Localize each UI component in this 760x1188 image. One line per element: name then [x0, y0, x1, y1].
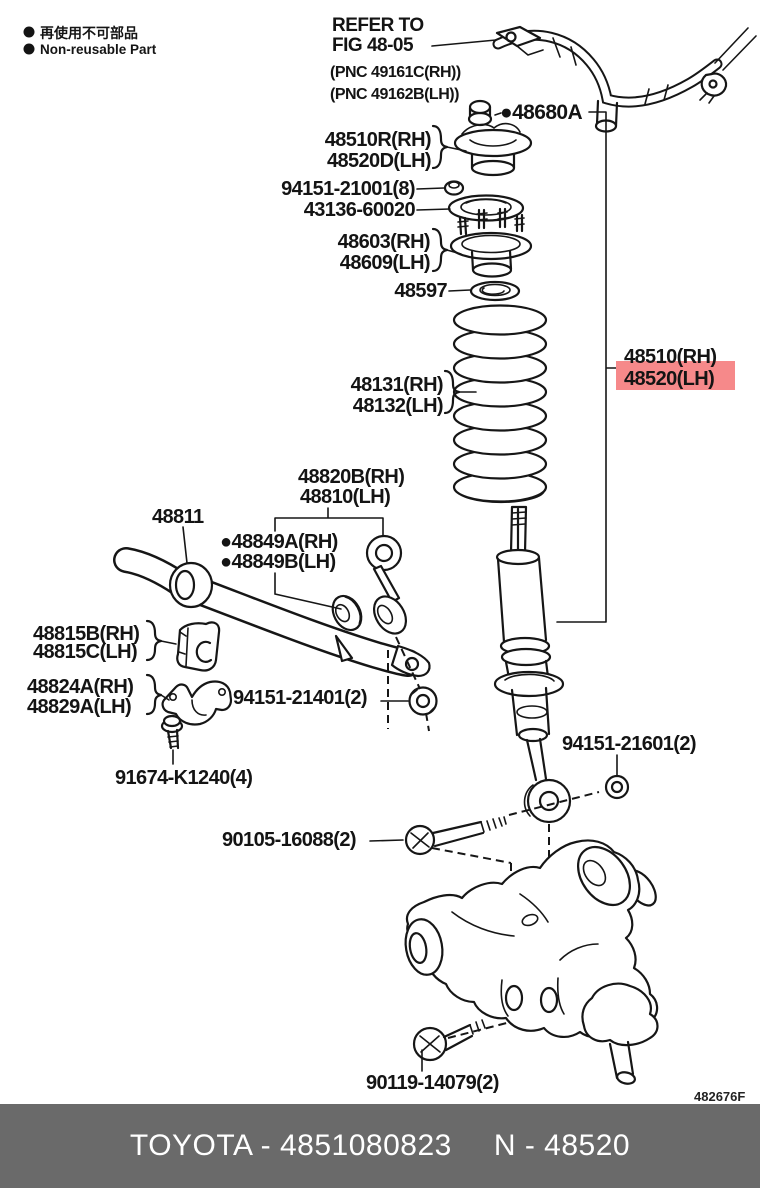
support-48603-drawing: [449, 207, 533, 278]
refer-note-line1: REFER TO: [332, 15, 424, 36]
label-48520d: 48520D(LH): [327, 150, 431, 172]
non-reusable-legend: 再使用不可部品 Non-reusable Part: [23, 25, 157, 57]
shock-absorber-drawing: [493, 505, 572, 824]
label-48849b: ●48849B(LH): [220, 551, 336, 573]
bullet-icon: [23, 26, 35, 38]
label-94151-21001: 94151-21001(8): [281, 178, 415, 200]
label-48510: 48510(RH): [624, 346, 716, 368]
bolt-90105-drawing: [404, 816, 507, 856]
nut-48680a-drawing: [467, 99, 502, 127]
part-labels: ●48680A 48510R(RH) 48520D(LH) 94151-2100…: [27, 101, 745, 1104]
label-48132: 48132(LH): [353, 395, 443, 417]
stabilizer-link-drawing: [365, 534, 408, 635]
label-91674: 91674-K1240(4): [115, 767, 252, 789]
seat-48597-drawing: [469, 280, 521, 302]
label-48603: 48603(RH): [338, 231, 430, 253]
label-braces-and-pointers: [145, 124, 618, 1072]
nut-94151-21001-drawing: [443, 180, 465, 196]
bushing-48849-drawing: [331, 594, 363, 632]
refer-clamp-drawing: [495, 25, 544, 56]
label-90119: 90119-14079(2): [366, 1072, 499, 1094]
refer-note-line2: FIG 48-05: [332, 35, 414, 56]
bolt-91674-drawing: [160, 714, 184, 750]
label-94151-21401: 94151-21401(2): [233, 687, 367, 709]
legend-english: Non-reusable Part: [40, 42, 157, 57]
bracket-48824-drawing: [161, 680, 233, 726]
pointer-line: [431, 39, 497, 47]
line-clamp-drawing: [699, 72, 728, 104]
label-48811: 48811: [152, 506, 204, 528]
coil-spring-drawing: [452, 304, 548, 504]
label-48520-highlighted: 48520(LH): [624, 368, 714, 390]
label-43136: 43136-60020: [304, 199, 416, 221]
legend-japanese: 再使用不可部品: [40, 25, 138, 41]
label-48824a: 48824A(RH): [27, 676, 133, 698]
highlight-rect: [616, 361, 735, 390]
label-48131: 48131(RH): [351, 374, 443, 396]
leader-line-48520: [556, 111, 617, 623]
strut-mount-parts-drawing: [443, 99, 533, 302]
label-48815c: 48815C(LH): [33, 641, 137, 663]
footer-part-number: TOYOTA - 4851080823: [129, 1129, 452, 1162]
footer-bar: TOYOTA - 4851080823 N - 48520: [0, 1104, 760, 1188]
figure-code: 482676F: [694, 1089, 745, 1104]
stabilizer-bar-assembly-drawing: [492, 25, 757, 133]
stabilizer-bar-drawing: [113, 547, 431, 678]
footer-model-code: N - 48520: [493, 1129, 631, 1162]
seal-43136-drawing: [447, 194, 525, 222]
refer-note-pnc-lh: (PNC 49162B(LH)): [330, 86, 459, 103]
refer-note: REFER TO FIG 48-05 (PNC 49161C(RH)) (PNC…: [330, 15, 497, 103]
label-48820b: 48820B(RH): [298, 466, 404, 488]
nut-94151-21401-drawing: [408, 686, 438, 716]
label-94151-21601: 94151-21601(2): [562, 733, 696, 755]
clamp-48815-drawing: [176, 621, 221, 672]
refer-note-pnc-rh: (PNC 49161C(RH)): [330, 64, 461, 81]
nut-94151-21601-drawing: [604, 774, 630, 800]
label-48609: 48609(LH): [340, 252, 430, 274]
bullet-icon: [23, 43, 35, 55]
label-48597: 48597: [394, 280, 447, 302]
label-48680a: ●48680A: [500, 101, 582, 124]
support-48510r-drawing: [453, 122, 533, 177]
label-48829a: 48829A(LH): [27, 696, 131, 718]
label-48815b: 48815B(RH): [33, 623, 139, 645]
label-48810: 48810(LH): [300, 486, 390, 508]
lower-control-arm-drawing: [404, 839, 659, 1085]
label-48510r: 48510R(RH): [325, 129, 431, 151]
label-48849a: ●48849A(RH): [220, 531, 338, 553]
label-90105: 90105-16088(2): [222, 829, 356, 851]
bolt-90119-drawing: [412, 1019, 486, 1062]
diagram-canvas: 再使用不可部品 Non-reusable Part REFER TO FIG 4…: [23, 15, 757, 1104]
